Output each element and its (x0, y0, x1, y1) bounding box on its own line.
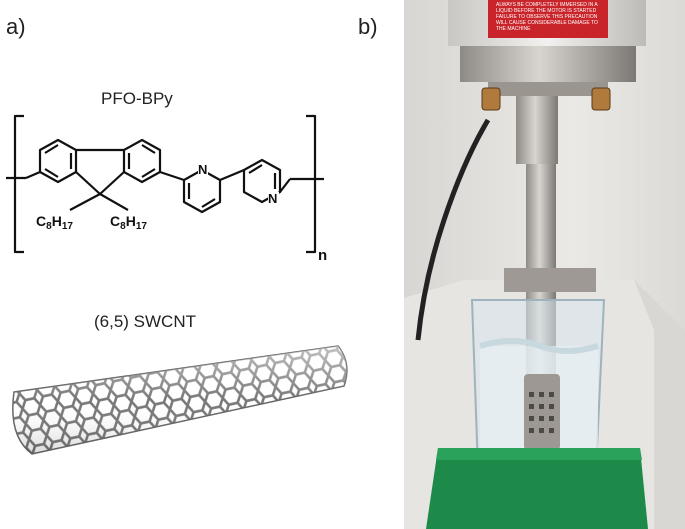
knob-right (591, 87, 611, 111)
right-bracket (306, 114, 317, 254)
svg-text:LIQUID BEFORE THE MOTOR IS STA: LIQUID BEFORE THE MOTOR IS STARTED (496, 8, 597, 14)
polymer-name: PFO-BPy (101, 89, 173, 108)
knob-left (481, 87, 501, 111)
svg-text:FAILURE TO OBSERVE THIS PRECAU: FAILURE TO OBSERVE THIS PRECAUTION (496, 14, 598, 20)
green-platform (426, 448, 648, 529)
nanotube-name: (6,5) SWCNT (94, 312, 196, 331)
left-bracket (13, 114, 24, 254)
probe-tip (524, 374, 560, 450)
svg-text:WILL CAUSE CONSIDERABLE DAMAGE: WILL CAUSE CONSIDERABLE DAMAGE TO (496, 20, 598, 26)
panel-label-a: a) (6, 14, 26, 39)
alkyl-label-left: C8H17 (36, 213, 73, 232)
tip-sonicator-photo: ALWAYS BE COMPLETELY IMMERSED IN A LIQUI… (404, 0, 685, 529)
nitrogen-label-2: N (268, 191, 277, 206)
svg-text:ALWAYS BE COMPLETELY IMMERSED: ALWAYS BE COMPLETELY IMMERSED IN A (496, 2, 598, 8)
svg-text:THE MACHINE: THE MACHINE (496, 26, 531, 32)
nitrogen-label-1: N (198, 162, 207, 177)
repeat-index: n (318, 247, 327, 264)
alkyl-label-right: C8H17 (110, 213, 147, 232)
swcnt-illustration (12, 345, 348, 455)
pfo-bpy-structure-diagram: N N C8H17 C8H17 n (6, 114, 327, 264)
panel-label-b: b) (358, 14, 378, 39)
warning-label-text: ALWAYS BE COMPLETELY IMMERSED IN A LIQUI… (496, 2, 598, 32)
warning-label-background (488, 0, 608, 38)
